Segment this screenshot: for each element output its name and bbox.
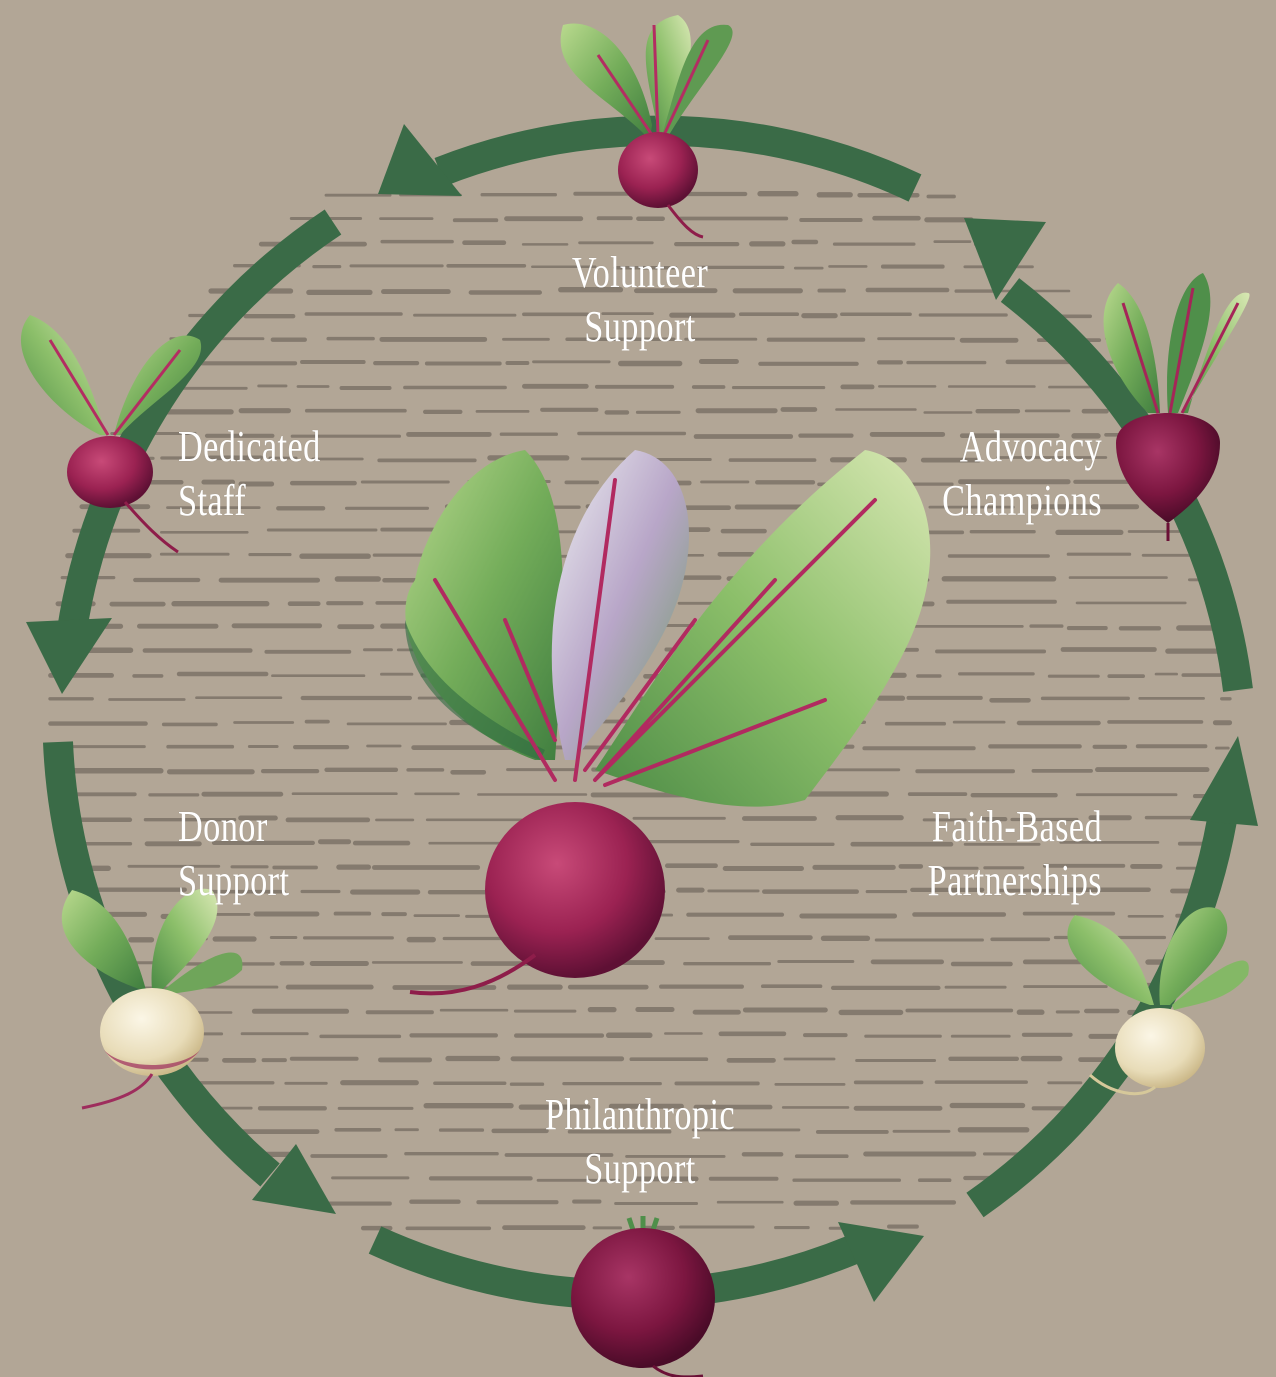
label-line: Faith-Based [882,800,1102,854]
arrow-icon [26,618,112,694]
label-line: Volunteer [562,246,718,300]
label-line: Partnerships [882,854,1102,908]
turnip-icon [62,889,243,1108]
label-line: Advocacy [913,420,1102,474]
beet-icon [571,1216,715,1377]
label-faith-based-partnerships: Faith-Based Partnerships [882,800,1102,908]
label-line: Philanthropic [531,1088,749,1142]
label-line: Support [562,300,718,354]
label-philanthropic-support: Philanthropic Support [531,1088,749,1196]
label-line: Dedicated [178,420,334,474]
label-donor-support: Donor Support [178,800,334,908]
beet-icon [405,450,930,993]
label-line: Donor [178,800,334,854]
label-line: Support [178,854,334,908]
label-line: Champions [913,474,1102,528]
arrow-icon [964,218,1046,300]
label-line: Support [531,1142,749,1196]
label-volunteer-support: Volunteer Support [562,246,718,354]
label-line: Staff [178,474,334,528]
label-dedicated-staff: Dedicated Staff [178,420,334,528]
label-advocacy-champions: Advocacy Champions [913,420,1102,528]
